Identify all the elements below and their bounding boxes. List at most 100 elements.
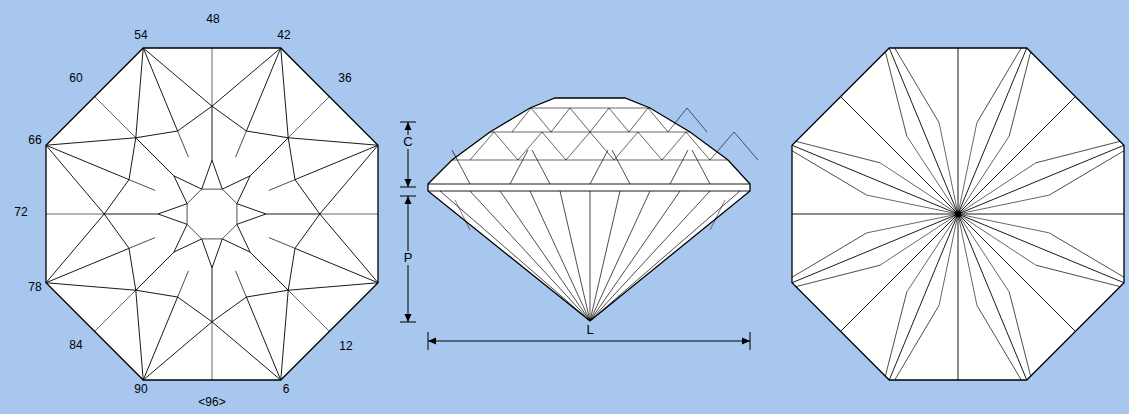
profile-outline [428, 98, 750, 321]
facet-line [269, 238, 295, 249]
index-number: 48 [206, 12, 219, 26]
facet-line [687, 108, 707, 132]
facet-line [958, 123, 977, 214]
facet-line [1009, 52, 1030, 136]
facet-line [796, 141, 880, 162]
facet-line [295, 248, 378, 282]
dimension-label: L [584, 323, 595, 337]
facet-line [320, 145, 378, 214]
facet-line [530, 191, 590, 321]
facet-line [158, 204, 187, 214]
facet-line [668, 108, 687, 132]
facet-line [236, 131, 247, 157]
facet-line [143, 48, 177, 131]
facet-line [428, 184, 750, 185]
facet-line [143, 322, 212, 380]
facet-line [590, 191, 680, 321]
facet-line [212, 297, 246, 322]
facet-line [295, 180, 320, 214]
facet-line [958, 214, 1009, 292]
facet-line [958, 145, 1124, 214]
facet-line [46, 214, 104, 215]
facet-line [566, 132, 590, 160]
facet-line [237, 224, 250, 252]
culet [955, 211, 961, 217]
index-number: 6 [283, 382, 290, 396]
facet-line [187, 189, 202, 204]
facet-line [158, 214, 187, 224]
index-number: 78 [28, 280, 41, 294]
facet-line [129, 238, 155, 249]
facet-line [237, 176, 250, 204]
index-number: 72 [14, 205, 27, 219]
facet-line [246, 297, 280, 380]
facet-line [136, 131, 178, 138]
facet-line [246, 131, 288, 138]
facet-line [174, 176, 202, 189]
facet-line [129, 138, 136, 180]
facet-line [136, 290, 143, 380]
facet-line [880, 214, 958, 265]
facet-line [590, 191, 740, 321]
facet-line [958, 214, 959, 380]
facet-line [792, 233, 867, 277]
facet-line [178, 106, 212, 131]
facet-line [958, 214, 1036, 265]
facet-line [428, 191, 750, 192]
facet-line [212, 322, 281, 380]
facet-line [212, 48, 281, 106]
facet-line [320, 214, 378, 283]
facet-line [440, 191, 590, 321]
facet-line [250, 138, 288, 176]
facet-line [895, 305, 939, 380]
facet-line [174, 239, 202, 252]
facet-line [288, 138, 378, 145]
facet-line [977, 48, 1021, 123]
facet-line [178, 131, 189, 157]
facet-line [958, 48, 1027, 214]
facet-line [269, 180, 295, 191]
facet-line [202, 160, 212, 189]
facet-line [958, 214, 1049, 233]
index-number: 84 [69, 338, 82, 352]
facet-line [510, 150, 528, 184]
facet-line [590, 191, 620, 321]
facet-line [104, 214, 129, 248]
facet-line [907, 136, 958, 214]
facet-line [266, 214, 320, 215]
facet-line [288, 283, 378, 290]
facet-line [178, 297, 212, 322]
facet-line [512, 108, 531, 132]
facet-line [958, 214, 1027, 380]
facet-line [609, 108, 629, 132]
pavilion-view [792, 48, 1124, 380]
facet-line [662, 132, 686, 160]
facet-line [236, 204, 237, 225]
index-number: 36 [338, 71, 351, 85]
facet-line [958, 195, 1049, 214]
facet-line [692, 150, 710, 184]
facet-line [129, 248, 136, 290]
facet-line [46, 248, 129, 282]
facet-line [46, 145, 129, 179]
facet-line [560, 191, 590, 321]
facet-line [958, 214, 1124, 215]
facet-line [428, 341, 750, 342]
facet-line [250, 252, 288, 290]
girdle-outline [46, 48, 378, 380]
arrowhead [405, 196, 412, 204]
facet-line [518, 132, 542, 160]
facet-line [542, 132, 566, 160]
facet-line [288, 97, 329, 138]
facet-line [1049, 151, 1124, 195]
facet-line [792, 214, 958, 283]
facet-line [222, 239, 250, 252]
facet-line [939, 123, 958, 214]
girdle-outline [792, 48, 1124, 380]
facet-line [470, 132, 494, 160]
facet-line [222, 189, 237, 204]
facet-line [590, 191, 650, 321]
facet-line [532, 150, 550, 184]
facet-line [958, 214, 977, 305]
facet-line [841, 97, 958, 214]
